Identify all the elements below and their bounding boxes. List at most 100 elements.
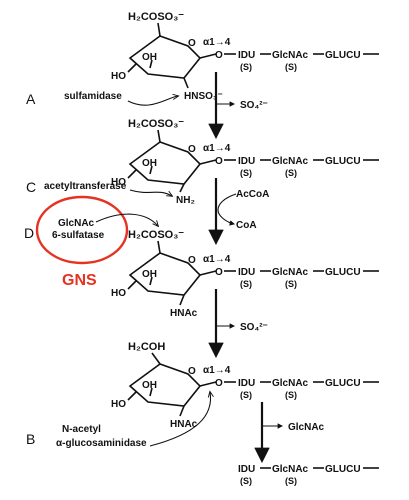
stage-4: H₂COH O HO OH HNAc α1→4 O IDU (S) GlcNAc… <box>26 341 379 464</box>
ho-label: HO <box>111 71 126 82</box>
idu-sulfo: (S) <box>240 62 252 72</box>
c3-bond <box>149 387 153 397</box>
glcnac-sulfo: (S) <box>285 62 297 72</box>
gene-label: GNS <box>62 272 97 289</box>
idu-label: IDU <box>238 378 255 389</box>
glucu-label: GLUCU <box>325 378 361 389</box>
enzyme-label-line1: GlcNAc <box>58 218 95 229</box>
amine-label: NH₂ <box>176 195 195 206</box>
glyco-oxygen: O <box>215 378 223 389</box>
c3-bond <box>149 276 153 286</box>
idu-sulfo: (S) <box>240 168 252 178</box>
enzyme-label-line1: N-acetyl <box>62 424 101 435</box>
stage-1: H₂COSO₃⁻ O HO OH HNSO₃⁻ α1→4 O IDU (S) G… <box>26 11 379 140</box>
enzyme-arrow <box>149 392 211 447</box>
idu-sulfo: (S) <box>240 390 252 400</box>
step-letter: B <box>26 431 35 447</box>
amine-label: HNAc <box>170 419 198 430</box>
c6-sulfate-label: H₂COSO₃⁻ <box>128 229 184 241</box>
glucu-label: GLUCU <box>325 267 361 278</box>
glyco-bond <box>199 159 217 165</box>
c6-bond <box>157 129 161 143</box>
glcnac-sulfo: (S) <box>285 390 297 400</box>
linkage-label: α1→4 <box>203 254 231 265</box>
c6-sulfate-label: H₂COSO₃⁻ <box>128 118 184 130</box>
glcnac-sulfo: (S) <box>285 168 297 178</box>
c6-hydroxyl-label: H₂COH <box>128 341 165 353</box>
highlight-circle <box>35 195 129 265</box>
idu-label: IDU <box>238 50 255 61</box>
ring-oxygen: O <box>188 366 196 377</box>
c4-bond <box>127 280 137 290</box>
amine-label: HNAc <box>170 308 198 319</box>
glyco-bond <box>199 270 217 276</box>
ho-label: HO <box>111 399 126 410</box>
glyco-oxygen: O <box>215 50 223 61</box>
c3-bond <box>149 165 153 175</box>
glyco-oxygen: O <box>215 267 223 278</box>
c4-bond <box>127 63 137 73</box>
c4-bond <box>127 391 137 401</box>
glyco-bond <box>199 381 217 387</box>
enzyme-arrow <box>129 189 172 196</box>
enzyme-arrow <box>95 213 158 226</box>
glcnac-label: GlcNAc <box>272 156 309 167</box>
oh-label: OH <box>142 269 157 280</box>
glyco-oxygen: O <box>215 156 223 167</box>
c4-bond <box>127 169 137 179</box>
idu-sulfo: (S) <box>240 279 252 289</box>
c6-bond <box>151 352 161 365</box>
glcnac-label: GlcNAc <box>272 50 309 61</box>
linkage-label: α1→4 <box>203 365 231 376</box>
c2-bond <box>179 183 185 193</box>
sulfate-byproduct: SO₄²⁻ <box>240 322 268 333</box>
c6-bond <box>157 22 161 37</box>
c2-bond <box>183 77 189 89</box>
glcnac-label: GlcNAc <box>272 267 309 278</box>
enzyme-label: sulfamidase <box>64 91 122 102</box>
stage-3: H₂COSO₃⁻ O HO OH HNAc α1→4 O IDU (S) Glc… <box>24 195 379 359</box>
glucu-label: GLUCU <box>325 156 361 167</box>
c6-sulfate-label: H₂COSO₃⁻ <box>128 11 184 23</box>
ho-label: HO <box>111 177 126 188</box>
c6-bond <box>157 240 161 254</box>
glcnac-label: GlcNAc <box>272 378 309 389</box>
glcnac-sulfo: (S) <box>285 476 297 486</box>
stage-2: H₂COSO₃⁻ O HO OH NH₂ α1→4 O IDU (S) GlcN… <box>26 118 379 246</box>
idu-label: IDU <box>238 156 255 167</box>
oh-label: OH <box>142 158 157 169</box>
cofactor-in: AcCoA <box>236 189 269 200</box>
enzyme-label-line2: 6-sulfatase <box>52 230 105 241</box>
step-letter: C <box>26 179 36 195</box>
step-letter: A <box>26 91 36 107</box>
c3-bond <box>149 59 153 69</box>
enzyme-label: acetyltransferase <box>44 181 127 192</box>
idu-sulfo: (S) <box>240 476 252 486</box>
enzyme-arrow <box>127 96 178 106</box>
oh-label: OH <box>142 52 157 63</box>
glcnac-sulfo: (S) <box>285 279 297 289</box>
sulfate-byproduct: SO₄²⁻ <box>240 100 268 111</box>
amine-label: HNSO₃⁻ <box>184 91 223 102</box>
glcnac-label: GlcNAc <box>272 464 309 475</box>
c2-bond <box>179 294 185 306</box>
ring-oxygen: O <box>188 38 196 49</box>
ring-oxygen: O <box>188 255 196 266</box>
cofactor-out: CoA <box>236 220 257 231</box>
glcnac-byproduct: GlcNAc <box>288 422 325 433</box>
oh-label: OH <box>142 380 157 391</box>
ho-label: HO <box>111 288 126 299</box>
linkage-label: α1→4 <box>203 143 231 154</box>
step-letter: D <box>24 225 34 241</box>
idu-label: IDU <box>238 267 255 278</box>
cofactor-arrow <box>217 193 237 226</box>
c2-bond <box>179 405 185 417</box>
glucu-label: GLUCU <box>325 50 361 61</box>
product-chain: IDU (S) GlcNAc (S) GLUCU <box>238 464 379 486</box>
glucu-label: GLUCU <box>325 464 361 475</box>
idu-label: IDU <box>238 464 255 475</box>
glyco-bond <box>199 53 217 59</box>
enzyme-label-line2: α-glucosaminidase <box>56 438 147 449</box>
linkage-label: α1→4 <box>203 37 231 48</box>
